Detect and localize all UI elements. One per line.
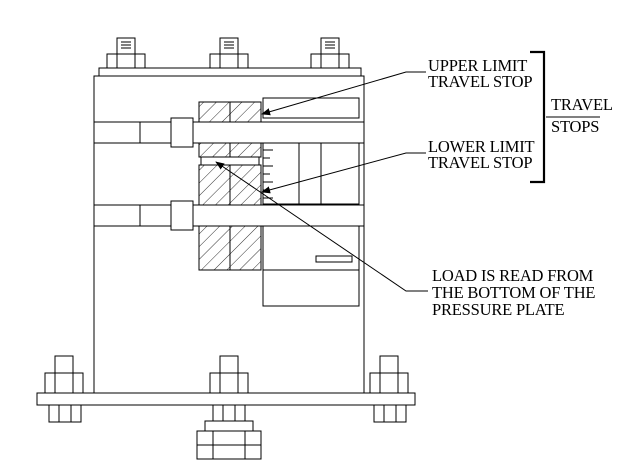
upper-clamp-strap xyxy=(93,117,365,148)
bottom-nut-left xyxy=(44,355,84,423)
lower-limit-label-line1: LOWER LIMIT xyxy=(428,137,535,156)
bottom-block xyxy=(198,225,262,271)
center-fitting xyxy=(196,404,262,460)
upper-limit-label-line1: UPPER LIMIT xyxy=(428,56,527,75)
upper-travel-stop-block xyxy=(198,101,262,158)
lower-gauge-box xyxy=(262,225,360,307)
load-leader xyxy=(215,161,428,292)
lower-limit-leader xyxy=(261,152,426,194)
upper-limit-label-line2: TRAVEL STOP xyxy=(428,72,532,91)
travel-label: TRAVEL xyxy=(551,95,613,114)
top-bolt-left xyxy=(106,37,146,69)
travel-stops-bracket xyxy=(530,50,546,184)
base-plate xyxy=(36,392,416,406)
stops-label: STOPS xyxy=(551,117,599,136)
load-note-line3: PRESSURE PLATE xyxy=(432,300,565,319)
load-note-line1: LOAD IS READ FROM xyxy=(432,266,594,285)
lower-limit-label-line2: TRAVEL STOP xyxy=(428,153,532,172)
pressure-plate xyxy=(200,156,260,166)
top-plate xyxy=(98,67,362,77)
lower-clamp-strap xyxy=(93,200,365,231)
upper-limit-leader xyxy=(261,71,426,116)
bottom-nut-center xyxy=(209,355,249,394)
load-note-line2: THE BOTTOM OF THE xyxy=(432,283,595,302)
top-bolt-center xyxy=(209,37,249,69)
top-bolt-right xyxy=(310,37,350,69)
bottom-nut-right xyxy=(369,355,409,423)
